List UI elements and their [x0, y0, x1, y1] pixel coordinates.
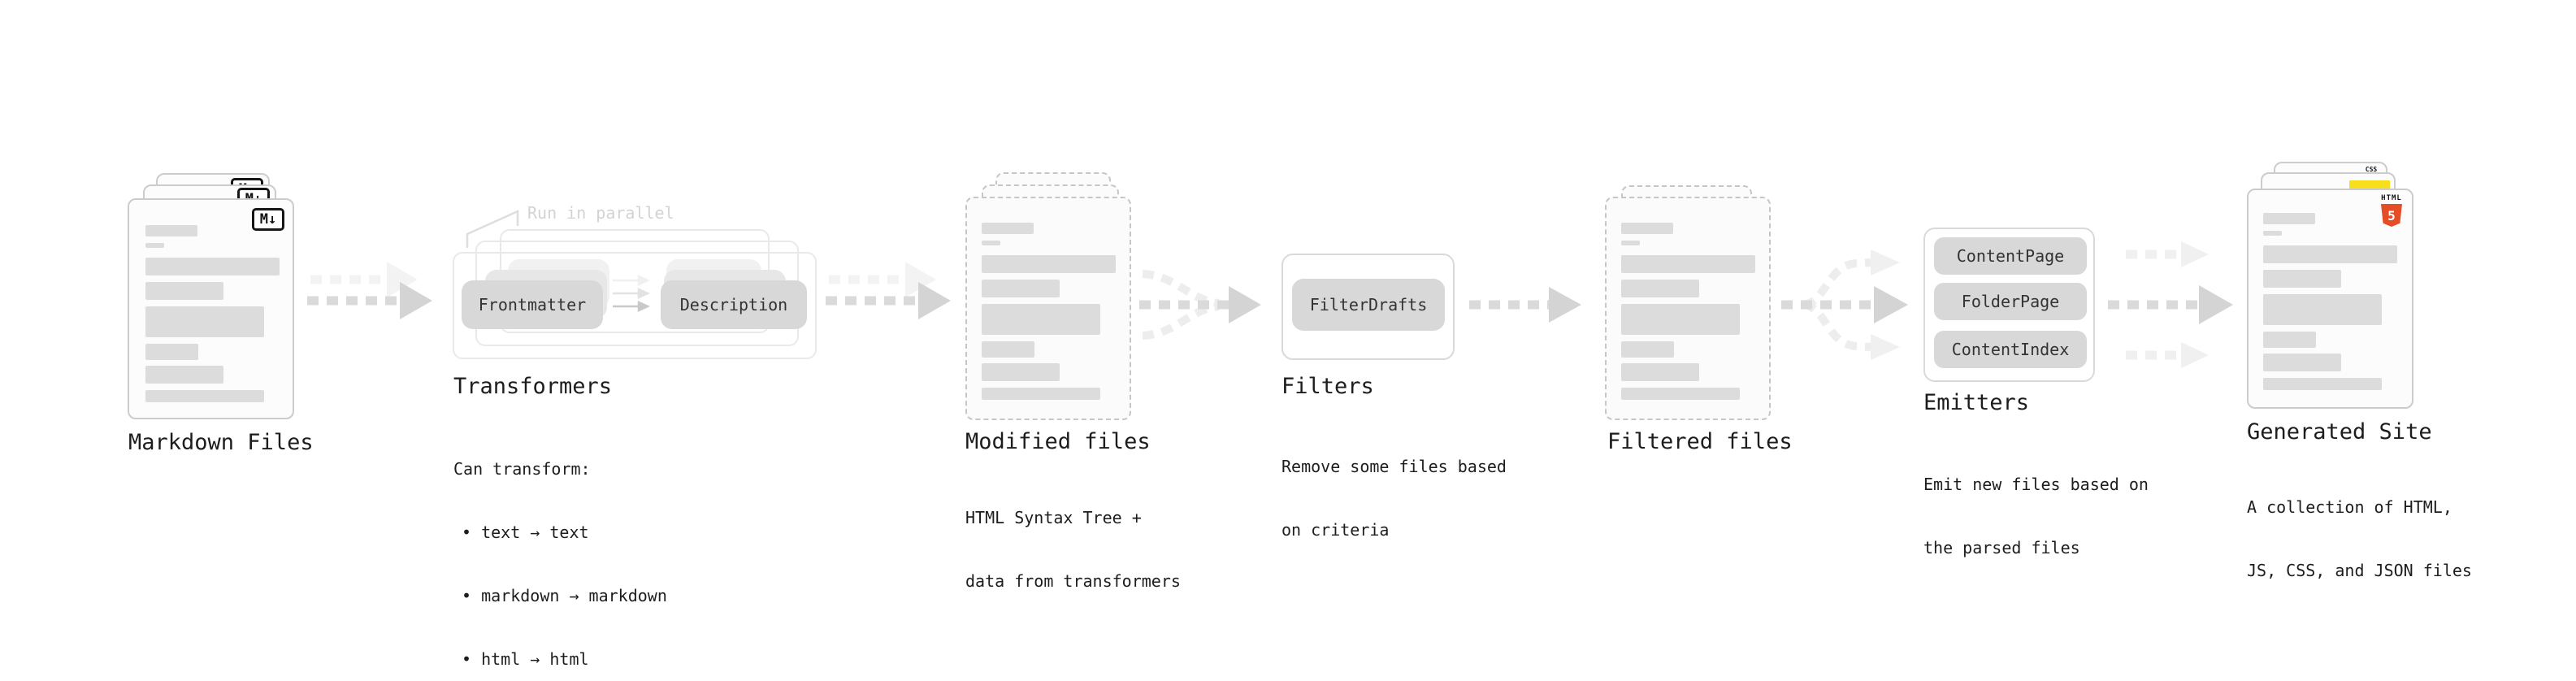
document-content-skeleton	[1621, 223, 1755, 400]
parallel-step-arrows	[613, 275, 651, 312]
content-bar	[982, 304, 1100, 335]
generated-page-front: HTML 5	[2247, 189, 2413, 409]
flow-arrow-transformers-to-modified	[826, 262, 951, 319]
filters-desc-line: on criteria	[1281, 520, 1390, 540]
modified-desc-line: HTML Syntax Tree +	[965, 508, 1142, 527]
transformer-description-chip: Description	[661, 280, 807, 329]
content-bar	[982, 280, 1060, 297]
content-bar	[145, 306, 264, 337]
run-in-parallel-leader-line	[466, 210, 519, 248]
content-bar	[2263, 245, 2397, 263]
flow-arrow-markdown-to-transformers	[307, 262, 432, 319]
content-bar	[145, 243, 164, 248]
transformers-card-front	[453, 252, 817, 359]
content-bar	[2263, 378, 2382, 390]
filtered-files-label: Filtered files	[1607, 429, 1793, 454]
generated-desc-line: JS, CSS, and JSON files	[2247, 561, 2472, 580]
content-bar	[1621, 223, 1673, 234]
emitter-contentindex-chip: ContentIndex	[1934, 331, 2087, 368]
content-bar	[2263, 270, 2341, 288]
content-bar	[1621, 241, 1640, 245]
html5-icon: HTML 5	[2379, 194, 2404, 227]
generated-desc-line: A collection of HTML,	[2247, 497, 2452, 517]
document-content-skeleton	[2263, 213, 2397, 390]
content-bar	[1621, 341, 1674, 358]
content-bar	[2263, 294, 2382, 325]
modified-files-label: Modified files	[965, 429, 1151, 454]
emitters-desc-line: Emit new files based on	[1923, 475, 2149, 494]
emitters-description: Emit new files based on the parsed files	[1923, 432, 2149, 601]
flow-arrow-filtered-to-emitters-diverge	[1781, 249, 1908, 360]
document-content-skeleton	[982, 223, 1116, 400]
content-bar	[982, 255, 1116, 273]
content-bar	[1621, 255, 1755, 273]
transformers-heading: Transformers	[453, 374, 613, 399]
content-bar	[1621, 304, 1740, 335]
content-bar	[145, 258, 280, 275]
markdown-files-label: Markdown Files	[128, 430, 314, 455]
generated-site-label: Generated Site	[2247, 419, 2432, 445]
filters-heading: Filters	[1281, 374, 1374, 399]
content-bar	[145, 282, 223, 300]
transformers-bullet: • markdown → markdown	[462, 586, 667, 605]
content-bar	[2263, 231, 2282, 236]
modified-desc-line: data from transformers	[965, 571, 1181, 591]
filter-filterdrafts-chip: FilterDrafts	[1292, 279, 1445, 331]
content-bar	[1621, 388, 1740, 400]
run-in-parallel-annotation: Run in parallel	[527, 203, 674, 223]
modified-files-description: HTML Syntax Tree + data from transformer…	[965, 465, 1181, 634]
content-bar	[1621, 363, 1699, 381]
content-bar	[982, 341, 1034, 358]
document-content-skeleton	[145, 225, 280, 402]
emitters-heading: Emitters	[1923, 390, 2030, 415]
content-bar	[982, 241, 1000, 245]
filtered-page-front	[1605, 197, 1771, 420]
flow-arrows-emitters-to-generated	[2108, 241, 2233, 368]
content-bar	[145, 344, 198, 360]
content-bar	[145, 366, 223, 384]
emitter-contentpage-chip: ContentPage	[1934, 237, 2087, 275]
content-bar	[982, 363, 1060, 381]
transformer-frontmatter-chip: Frontmatter	[462, 280, 603, 329]
transformers-desc-intro: Can transform:	[453, 459, 591, 479]
content-bar	[982, 388, 1100, 400]
emitter-folderpage-chip: FolderPage	[1934, 283, 2087, 320]
modified-page-front	[965, 197, 1131, 420]
filters-desc-line: Remove some files based	[1281, 457, 1507, 476]
content-bar	[145, 390, 264, 402]
transformers-bullet: • html → html	[462, 649, 589, 669]
content-bar	[982, 223, 1034, 234]
markdown-icon: M↓	[252, 208, 284, 231]
emitters-desc-line: the parsed files	[1923, 538, 2080, 557]
filters-description: Remove some files based on criteria	[1281, 414, 1507, 583]
content-bar	[2263, 354, 2341, 371]
content-bar	[145, 225, 197, 236]
markdown-page-front: M↓	[128, 198, 294, 419]
javascript-icon	[2349, 180, 2390, 189]
content-bar	[2263, 332, 2316, 348]
transformers-bullet: • text → text	[462, 523, 589, 542]
transformers-description: Can transform: • text → text • markdown …	[453, 416, 667, 681]
content-bar	[2263, 213, 2315, 224]
generated-site-description: A collection of HTML, JS, CSS, and JSON …	[2247, 454, 2472, 623]
flow-arrow-filters-to-filtered	[1469, 287, 1581, 323]
flow-arrow-modified-to-filters-converge	[1139, 270, 1261, 340]
content-bar	[1621, 280, 1699, 297]
